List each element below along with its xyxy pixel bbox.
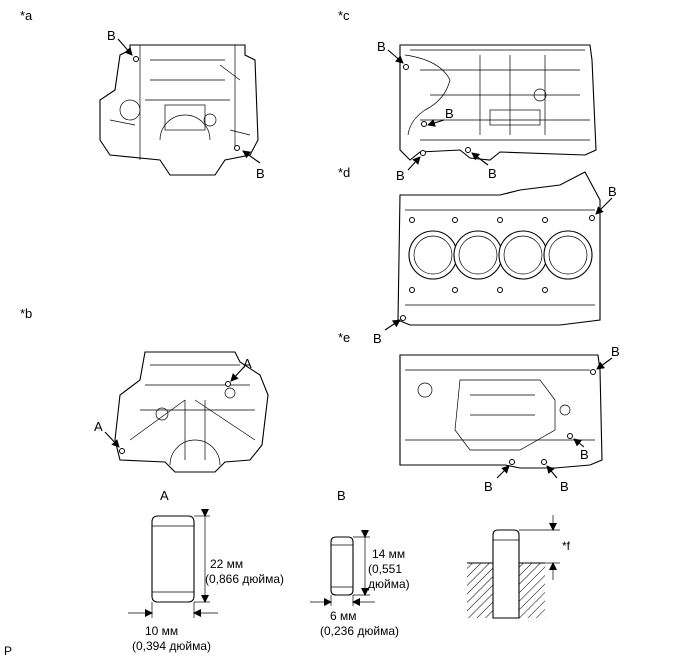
pin-b-drawing xyxy=(310,530,375,606)
pin-label-b-c3: B xyxy=(396,168,405,183)
pin-depth-label: *f xyxy=(562,539,571,553)
pin-a-drawing xyxy=(128,509,218,618)
pin-label-b-e2: B xyxy=(580,447,589,462)
pin-b-width-in: (0,236 дюйма) xyxy=(320,624,399,638)
view-label-a: *a xyxy=(20,8,33,23)
pin-label-b-d1: B xyxy=(608,184,617,199)
view-label-e: *e xyxy=(338,330,350,345)
pin-b-height-in-2: дюйма) xyxy=(368,577,410,591)
engine-block-view-c xyxy=(399,44,597,161)
engine-block-view-d xyxy=(397,171,601,326)
corner-mark: P xyxy=(4,644,12,658)
pin-label-b-e4: B xyxy=(560,479,569,494)
pin-label-b-c1: B xyxy=(377,39,386,54)
pin-label-a-b1: A xyxy=(243,356,252,371)
pin-label-b-a2: B xyxy=(256,166,265,181)
pin-label-b-d2: B xyxy=(373,331,382,346)
pin-b-height: 14 мм xyxy=(372,547,405,561)
engine-block-view-b xyxy=(114,351,269,473)
view-label-b: *b xyxy=(20,306,32,321)
pin-label-b-e3: B xyxy=(484,479,493,494)
pin-label-b-c4: B xyxy=(488,166,497,181)
pin-b-width: 6 мм xyxy=(330,609,357,623)
view-label-c: *c xyxy=(338,8,350,23)
pin-label-b-e1: B xyxy=(611,344,620,359)
pin-b-title: B xyxy=(337,488,346,503)
pin-label-b-a1: B xyxy=(107,28,116,43)
view-label-d: *d xyxy=(338,165,350,180)
pin-a-title: A xyxy=(160,488,169,503)
pin-label-b-c2: B xyxy=(445,106,454,121)
engine-block-view-e xyxy=(399,354,603,469)
pin-installed-drawing xyxy=(467,515,560,619)
pin-a-height: 22 мм xyxy=(210,557,243,571)
pin-b-height-in-1: (0,551 xyxy=(368,562,402,576)
pin-a-width: 10 мм xyxy=(145,624,178,638)
engine-block-view-a xyxy=(99,44,259,176)
pin-a-width-in: (0,394 дюйма) xyxy=(132,639,211,653)
pin-label-a-b2: A xyxy=(94,419,103,434)
pin-a-height-in: (0,866 дюйма) xyxy=(205,572,284,586)
